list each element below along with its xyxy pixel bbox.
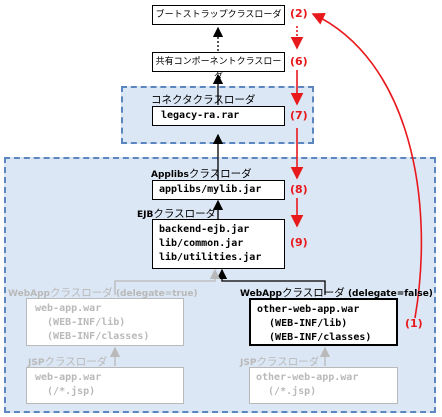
jsp1-files: web-app.war (/*.jsp) [35, 372, 102, 397]
ejb-loader-box: backend-ejb.jar lib/common.jar lib/utili… [152, 219, 285, 269]
jsp2-loader-box: other-web-app.war (/*.jsp) [249, 367, 398, 404]
applibs-file: applibs/mylib.jar [159, 184, 262, 195]
jsp1-title-bold: JSP [28, 358, 45, 368]
step-9-label: (9) [290, 236, 308, 249]
webapp2-files: other-web-app.war (WEB-INF/lib) (WEB-INF… [257, 304, 372, 343]
ejb-title-bold: EJB [137, 210, 154, 220]
connector-loader-title: コネクタクラスローダ [151, 94, 256, 106]
webapp1-files: web-app.war (WEB-INF/lib) (WEB-INF/class… [35, 303, 150, 342]
ejb-files: backend-ejb.jar lib/common.jar lib/utili… [159, 224, 262, 263]
bootstrap-loader-label: ブートストラップクラスローダ [155, 10, 282, 20]
applibs-title-bold: Applibs [151, 170, 189, 180]
connector-loader-box: legacy-ra.rar [152, 106, 285, 126]
jsp2-title-rest: クラスローダ [256, 356, 320, 368]
applibs-title-rest: クラスローダ [188, 168, 252, 180]
jsp2-loader-title: JSPクラスローダ [240, 354, 319, 369]
step-8-label: (8) [290, 183, 308, 196]
webapp1-title-bold: WebApp [8, 289, 51, 299]
webapp2-title-suffix: (delegate=false) [344, 289, 433, 299]
applibs-loader-box: applibs/mylib.jar [152, 180, 285, 200]
webapp1-title-suffix: (delegate=true) [112, 289, 198, 299]
arrow-webapp2-to-ejb [216, 268, 326, 295]
webapp1-loader-box: web-app.war (WEB-INF/lib) (WEB-INF/class… [26, 298, 184, 346]
ejb-loader-title: EJBクラスローダ [137, 206, 216, 221]
webapp1-title-rest: クラスローダ [50, 287, 113, 299]
jsp2-title-bold: JSP [240, 358, 257, 368]
ejb-title-rest: クラスローダ [153, 208, 217, 220]
common-loader-box: 共有コンポーネントクラスローダ [152, 52, 285, 82]
webapp2-loader-title: WebAppクラスローダ (delegate=false) [240, 285, 433, 300]
jsp1-loader-box: web-app.war (/*.jsp) [26, 367, 184, 404]
red-arrow-1-to-2 [311, 13, 423, 319]
arrow-webapp1-to-ejb [114, 268, 221, 295]
webapp2-title-bold: WebApp [240, 289, 283, 299]
webapp2-loader-box: other-web-app.war (WEB-INF/lib) (WEB-INF… [249, 298, 398, 346]
step-2-label: (2) [290, 7, 308, 20]
bootstrap-loader-box: ブートストラップクラスローダ [152, 5, 285, 25]
common-loader-label: 共有コンポーネントクラスローダ [155, 57, 282, 82]
step-7-label: (7) [290, 109, 308, 122]
step-1-label: (1) [405, 317, 423, 330]
connector-file: legacy-ra.rar [161, 110, 240, 121]
step-6-label: (6) [290, 55, 308, 68]
jsp2-files: other-web-app.war (/*.jsp) [256, 372, 359, 397]
webapp1-loader-title: WebAppクラスローダ (delegate=true) [8, 285, 198, 300]
applibs-loader-title: Applibsクラスローダ [151, 166, 252, 181]
webapp2-title-rest: クラスローダ [282, 287, 345, 299]
jsp1-title-rest: クラスローダ [44, 356, 108, 368]
jsp1-loader-title: JSPクラスローダ [28, 354, 107, 369]
